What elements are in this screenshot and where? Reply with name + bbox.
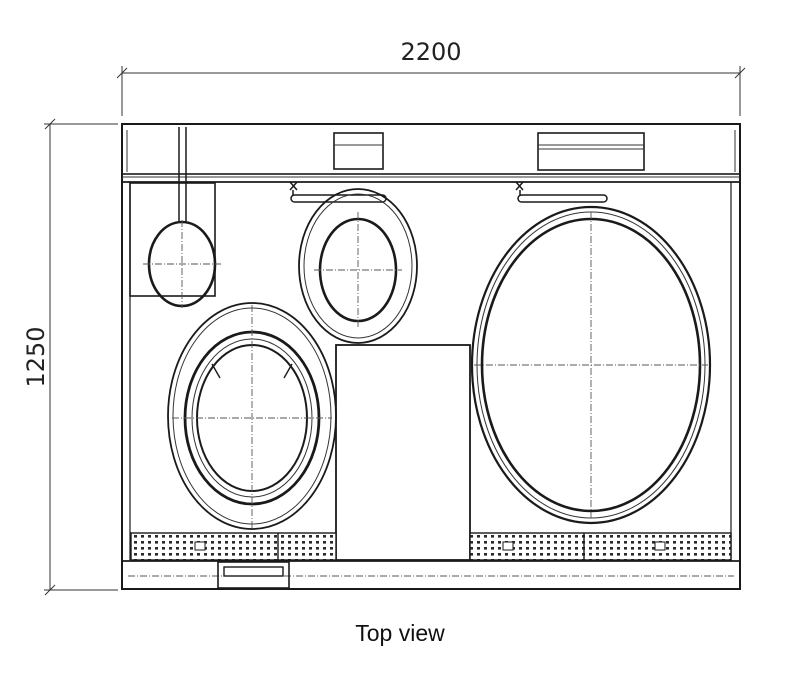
small-pot bbox=[129, 127, 221, 308]
wok-burner bbox=[167, 302, 337, 530]
bottom-rail bbox=[122, 560, 740, 589]
top-cabinet bbox=[121, 123, 741, 183]
gas-pipe-right bbox=[515, 181, 608, 203]
center-work-panel bbox=[335, 344, 471, 561]
drip-grate-left bbox=[130, 532, 337, 561]
view-caption: Top view bbox=[355, 620, 445, 646]
drip-grate-right bbox=[469, 532, 732, 561]
height-dimension: 1250 bbox=[22, 118, 118, 596]
height-dimension-label: 1250 bbox=[22, 326, 50, 387]
medium-burner bbox=[298, 188, 418, 344]
large-oval-cooker bbox=[470, 205, 712, 525]
width-dimension-label: 2200 bbox=[400, 38, 461, 66]
width-dimension: 2200 bbox=[116, 38, 746, 116]
